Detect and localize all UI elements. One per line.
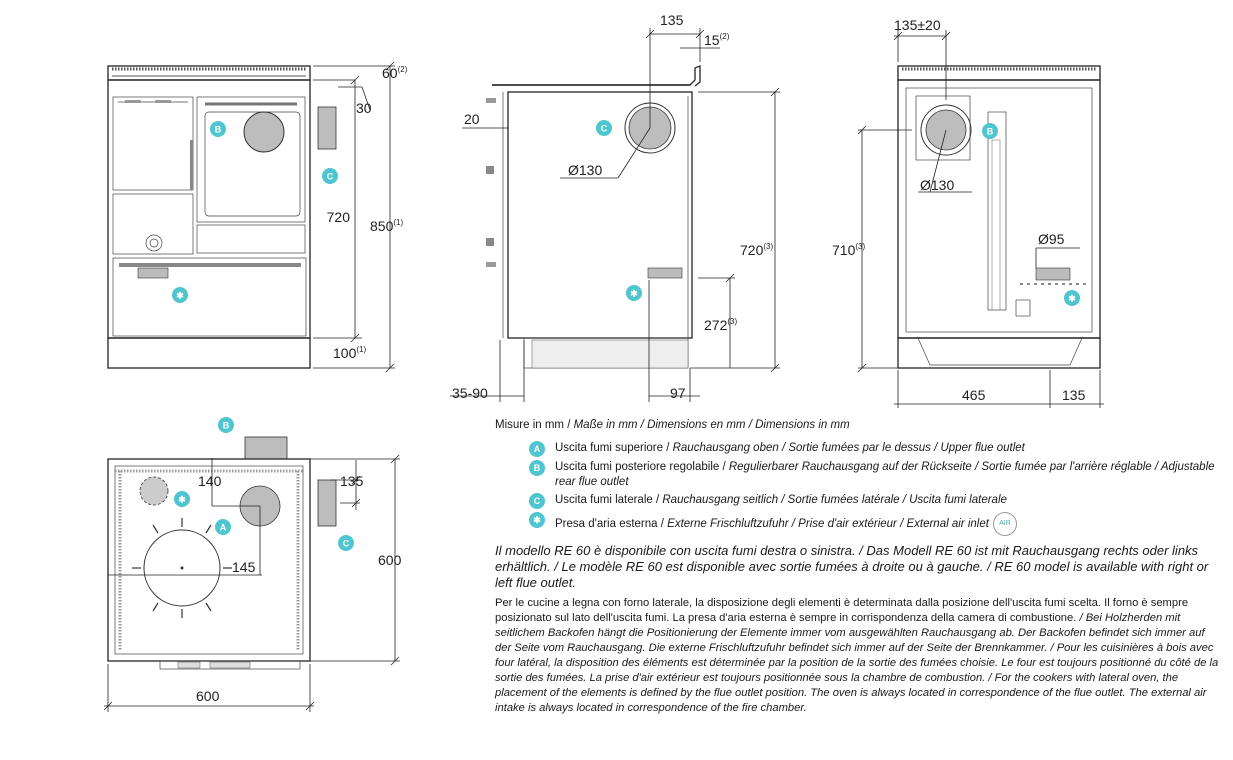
legend-badge-b: B [529, 460, 545, 476]
rear-flue-offset-label: 135±20 [894, 17, 941, 33]
top-view: 140 145 135 600 600 B ✱ A C [103, 417, 402, 712]
top-badge-air: ✱ [178, 495, 186, 505]
units-line: Misure in mm / Maße in mm / Dimensions e… [495, 418, 1220, 433]
side-back-range-label: 35-90 [452, 385, 488, 401]
hotplate-circle [143, 529, 221, 607]
placement-note: Per le cucine a legna con forno laterale… [495, 597, 1219, 714]
front-badge-air: ✱ [176, 291, 184, 301]
front-flue-offset-label: 30 [356, 100, 372, 116]
legend-badge-air: ✱ [529, 512, 545, 528]
side-view: 135 15(2) 20 Ø130 720(3) 272(3) 35-90 97… [450, 12, 780, 402]
front-badge-b: B [215, 125, 222, 135]
air-inlet-icon: AIR [992, 512, 1017, 536]
rear-badge-b: B [987, 127, 994, 137]
front-total-height-label: 850(1) [370, 218, 403, 234]
top-side-flue-label: 135 [340, 473, 364, 489]
front-flue-circle [243, 111, 285, 153]
rear-badge-air: ✱ [1068, 294, 1076, 304]
legend-badge-a: A [529, 441, 545, 457]
front-body-height-label: 720 [327, 209, 351, 225]
side-air-depth-label: 97 [670, 385, 686, 401]
legend-badge-c: C [529, 493, 545, 509]
top-depth-label: 600 [378, 552, 402, 568]
rear-flue-diameter-label: Ø130 [920, 177, 954, 193]
top-width-label: 600 [196, 688, 220, 704]
rear-air-diameter-label: Ø95 [1038, 231, 1065, 247]
rear-view: 135±20 Ø130 Ø95 710(3) 465 135 B ✱ [832, 17, 1104, 408]
legend-text-c: Uscita fumi laterale / Rauchausgang seit… [555, 494, 1007, 506]
side-badge-c: C [601, 124, 608, 134]
legend-item-b: B Uscita fumi posteriore regolabile / Re… [529, 460, 1220, 490]
front-badge-c: C [327, 172, 334, 182]
front-view: 60(2) 30 720 850(1) 100(1) B C ✱ [107, 61, 408, 373]
legend-text-a: Uscita fumi superiore / Rauchausgang obe… [555, 442, 1025, 454]
front-top-gap-label: 60(2) [382, 65, 408, 81]
rear-flue-circle [920, 104, 972, 156]
legend-item-c: C Uscita fumi laterale / Rauchausgang se… [529, 493, 1220, 509]
rear-side-width-label: 135 [1062, 387, 1086, 403]
side-flue-diameter-label: Ø130 [568, 162, 602, 178]
front-base-height-label: 100(1) [333, 345, 366, 361]
legend: Misure in mm / Maße in mm / Dimensions e… [495, 418, 1220, 716]
legend-text-b: Uscita fumi posteriore regolabile / Regu… [555, 461, 1215, 488]
side-rim-label: 15(2) [704, 32, 730, 48]
top-badge-c: C [343, 539, 350, 549]
side-flue-offset-label: 135 [660, 12, 684, 28]
side-height-label: 720(3) [740, 242, 773, 258]
rear-width-label: 465 [962, 387, 986, 403]
side-badge-air: ✱ [630, 289, 638, 299]
units-text-italic: Maße in mm / Dimensions en mm / Dimensio… [573, 419, 850, 431]
top-flue-x-label: 140 [198, 473, 222, 489]
legend-text-air: Presa d'aria esterna / Externe Frischluf… [555, 512, 1220, 536]
top-badge-a: A [220, 523, 227, 533]
side-air-height-label: 272(3) [704, 317, 737, 333]
model-note: Il modello RE 60 è disponibile con uscit… [495, 543, 1209, 590]
legend-item-a: A Uscita fumi superiore / Rauchausgang o… [529, 441, 1220, 457]
legend-item-air: ✱ Presa d'aria esterna / Externe Frischl… [529, 512, 1220, 536]
side-depth-offset-label: 20 [464, 111, 480, 127]
top-badge-b: B [223, 421, 230, 431]
rear-height-label: 710(3) [832, 242, 865, 258]
top-flue-y-label: 145 [232, 559, 256, 575]
units-text: Misure in mm / [495, 419, 574, 431]
